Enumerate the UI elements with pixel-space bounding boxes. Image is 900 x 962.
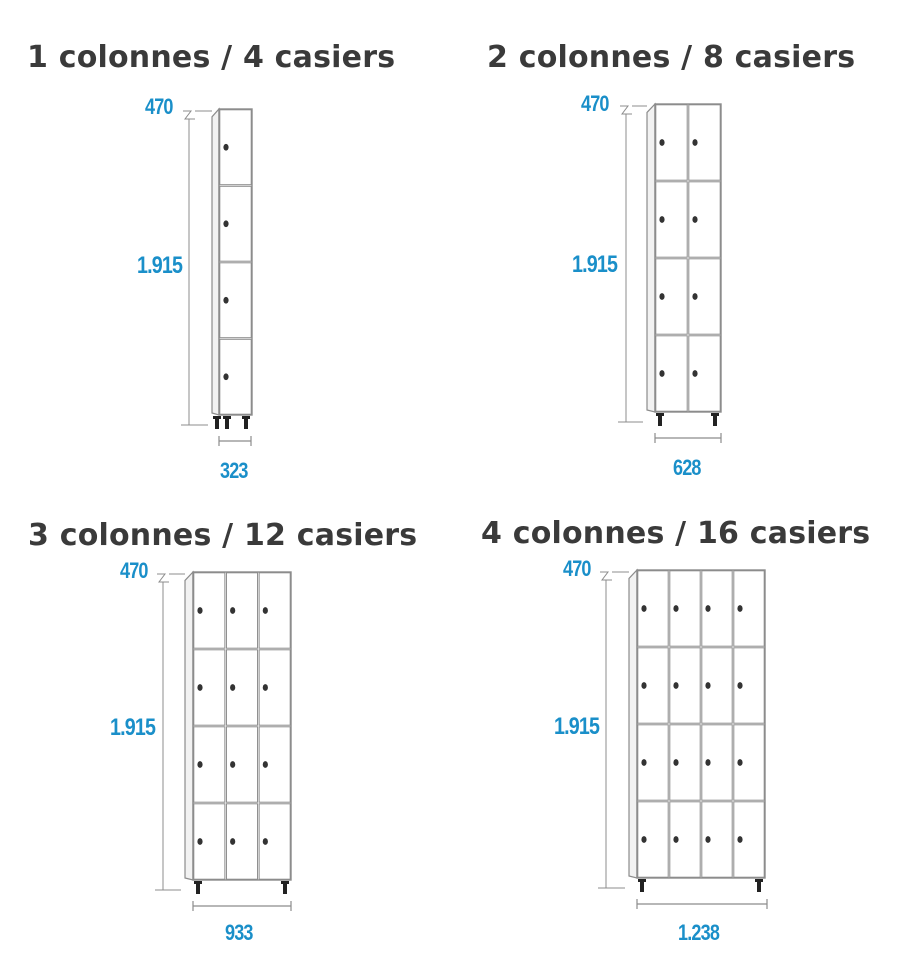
lock-keyhole-icon xyxy=(705,759,711,766)
lock-keyhole-icon xyxy=(197,761,203,768)
lock-keyhole-icon xyxy=(223,296,229,304)
lock-keyhole-icon xyxy=(230,838,236,845)
lock-keyhole-icon xyxy=(262,838,268,845)
width-dimension: 628 xyxy=(673,455,701,480)
lock-keyhole-icon xyxy=(659,216,665,223)
lock-keyhole-icon xyxy=(230,684,236,691)
width-dimension: 933 xyxy=(225,920,253,945)
lock-keyhole-icon xyxy=(673,759,679,766)
lock-keyhole-icon xyxy=(197,838,203,845)
lock-keyhole-icon xyxy=(737,759,743,766)
locker-foot xyxy=(225,416,229,429)
locker-foot-cap xyxy=(242,416,250,419)
locker-foot xyxy=(244,416,248,429)
depth-dimension: 470 xyxy=(120,558,148,583)
lock-keyhole-icon xyxy=(223,220,229,228)
lock-keyhole-icon xyxy=(737,836,743,843)
depth-dimension: 470 xyxy=(563,556,591,581)
lock-keyhole-icon xyxy=(705,836,711,843)
locker-foot-cap xyxy=(656,413,664,416)
locker-foot-cap xyxy=(755,879,763,882)
locker-foot-cap xyxy=(711,413,719,416)
lock-keyhole-icon xyxy=(737,605,743,612)
lock-keyhole-icon xyxy=(262,761,268,768)
lock-keyhole-icon xyxy=(197,607,203,614)
locker-foot xyxy=(658,413,662,426)
lock-keyhole-icon xyxy=(705,682,711,689)
locker-foot-cap xyxy=(213,416,221,419)
locker-foot-cap xyxy=(194,881,202,884)
lock-keyhole-icon xyxy=(737,682,743,689)
lock-keyhole-icon xyxy=(223,373,229,381)
depth-dimension: 470 xyxy=(581,91,609,116)
locker-foot-cap xyxy=(638,879,646,882)
config-title: 2 colonnes / 8 casiers xyxy=(487,40,856,75)
lock-keyhole-icon xyxy=(230,607,236,614)
locker-door xyxy=(225,726,259,803)
lock-keyhole-icon xyxy=(659,370,665,377)
lock-keyhole-icon xyxy=(705,605,711,612)
config-title: 4 colonnes / 16 casiers xyxy=(481,516,871,551)
locker-foot xyxy=(215,416,219,429)
lock-keyhole-icon xyxy=(692,293,698,300)
locker-foot xyxy=(640,879,644,892)
lock-keyhole-icon xyxy=(223,143,229,151)
locker-foot xyxy=(713,413,717,426)
locker-foot-cap xyxy=(223,416,231,419)
lock-keyhole-icon xyxy=(230,761,236,768)
lock-keyhole-icon xyxy=(659,293,665,300)
config-title: 1 colonnes / 4 casiers xyxy=(27,40,396,75)
width-dimension: 1.238 xyxy=(678,920,720,945)
lock-keyhole-icon xyxy=(673,682,679,689)
height-dimension: 1.915 xyxy=(554,713,600,740)
lock-keyhole-icon xyxy=(197,684,203,691)
locker-foot xyxy=(757,879,761,892)
locker-side-panel xyxy=(628,568,638,879)
lock-keyhole-icon xyxy=(692,370,698,377)
depth-marker xyxy=(157,573,169,583)
lock-keyhole-icon xyxy=(641,605,647,612)
config-title: 3 colonnes / 12 casiers xyxy=(28,518,418,553)
lock-keyhole-icon xyxy=(673,836,679,843)
lock-keyhole-icon xyxy=(641,836,647,843)
height-dimension: 1.915 xyxy=(572,251,618,278)
lock-keyhole-icon xyxy=(262,684,268,691)
lock-keyhole-icon xyxy=(641,759,647,766)
height-dimension: 1.915 xyxy=(137,252,183,279)
lock-keyhole-icon xyxy=(641,682,647,689)
lock-keyhole-icon xyxy=(692,216,698,223)
depth-dimension: 470 xyxy=(145,94,173,119)
lock-keyhole-icon xyxy=(673,605,679,612)
depth-marker xyxy=(183,110,195,120)
lock-keyhole-icon xyxy=(659,139,665,146)
width-dimension: 323 xyxy=(220,458,248,483)
locker-door xyxy=(225,649,259,726)
lock-keyhole-icon xyxy=(692,139,698,146)
lock-keyhole-icon xyxy=(262,607,268,614)
locker-foot xyxy=(283,881,287,894)
depth-marker xyxy=(600,571,612,581)
locker-foot-cap xyxy=(281,881,289,884)
height-dimension: 1.915 xyxy=(110,714,156,741)
depth-marker xyxy=(620,105,632,115)
locker-foot xyxy=(196,881,200,894)
